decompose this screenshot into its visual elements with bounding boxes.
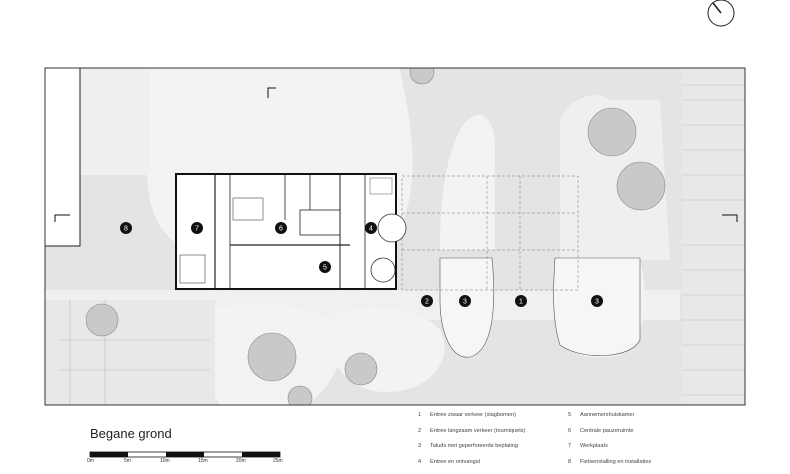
scale-label: 10m [160, 458, 170, 464]
svg-text:3: 3 [463, 299, 467, 306]
svg-text:5: 5 [323, 265, 327, 272]
marker-6: 6 [275, 222, 287, 234]
marker-3-right: 3 [591, 295, 603, 307]
marker-8: 8 [120, 222, 132, 234]
scale-label: 5m [124, 458, 131, 464]
marker-3-left: 3 [459, 295, 471, 307]
marker-5: 5 [319, 261, 331, 273]
west-strip [80, 68, 150, 175]
marker-4: 4 [365, 222, 377, 234]
marker-7: 7 [191, 222, 203, 234]
west-building [45, 68, 80, 246]
scale-label: 25m [273, 458, 283, 464]
talud-left [440, 258, 494, 357]
marker-1: 1 [515, 295, 527, 307]
marker-2: 2 [421, 295, 433, 307]
svg-text:8: 8 [124, 226, 128, 233]
scale-labels: 0m 5m 10m 15m 20m 25m [0, 458, 790, 468]
scale-label: 20m [236, 458, 246, 464]
page-title: Begane grond [90, 426, 172, 441]
svg-text:7: 7 [195, 226, 199, 233]
east-parking [682, 68, 745, 405]
scale-label: 0m [87, 458, 94, 464]
svg-text:1: 1 [519, 299, 523, 306]
north-arrow-icon [708, 0, 734, 26]
svg-text:6: 6 [279, 226, 283, 233]
svg-text:4: 4 [369, 226, 373, 233]
svg-text:2: 2 [425, 299, 429, 306]
south-west-parking [45, 300, 215, 405]
scale-label: 15m [198, 458, 208, 464]
scale-bar [90, 452, 280, 457]
svg-text:3: 3 [595, 299, 599, 306]
